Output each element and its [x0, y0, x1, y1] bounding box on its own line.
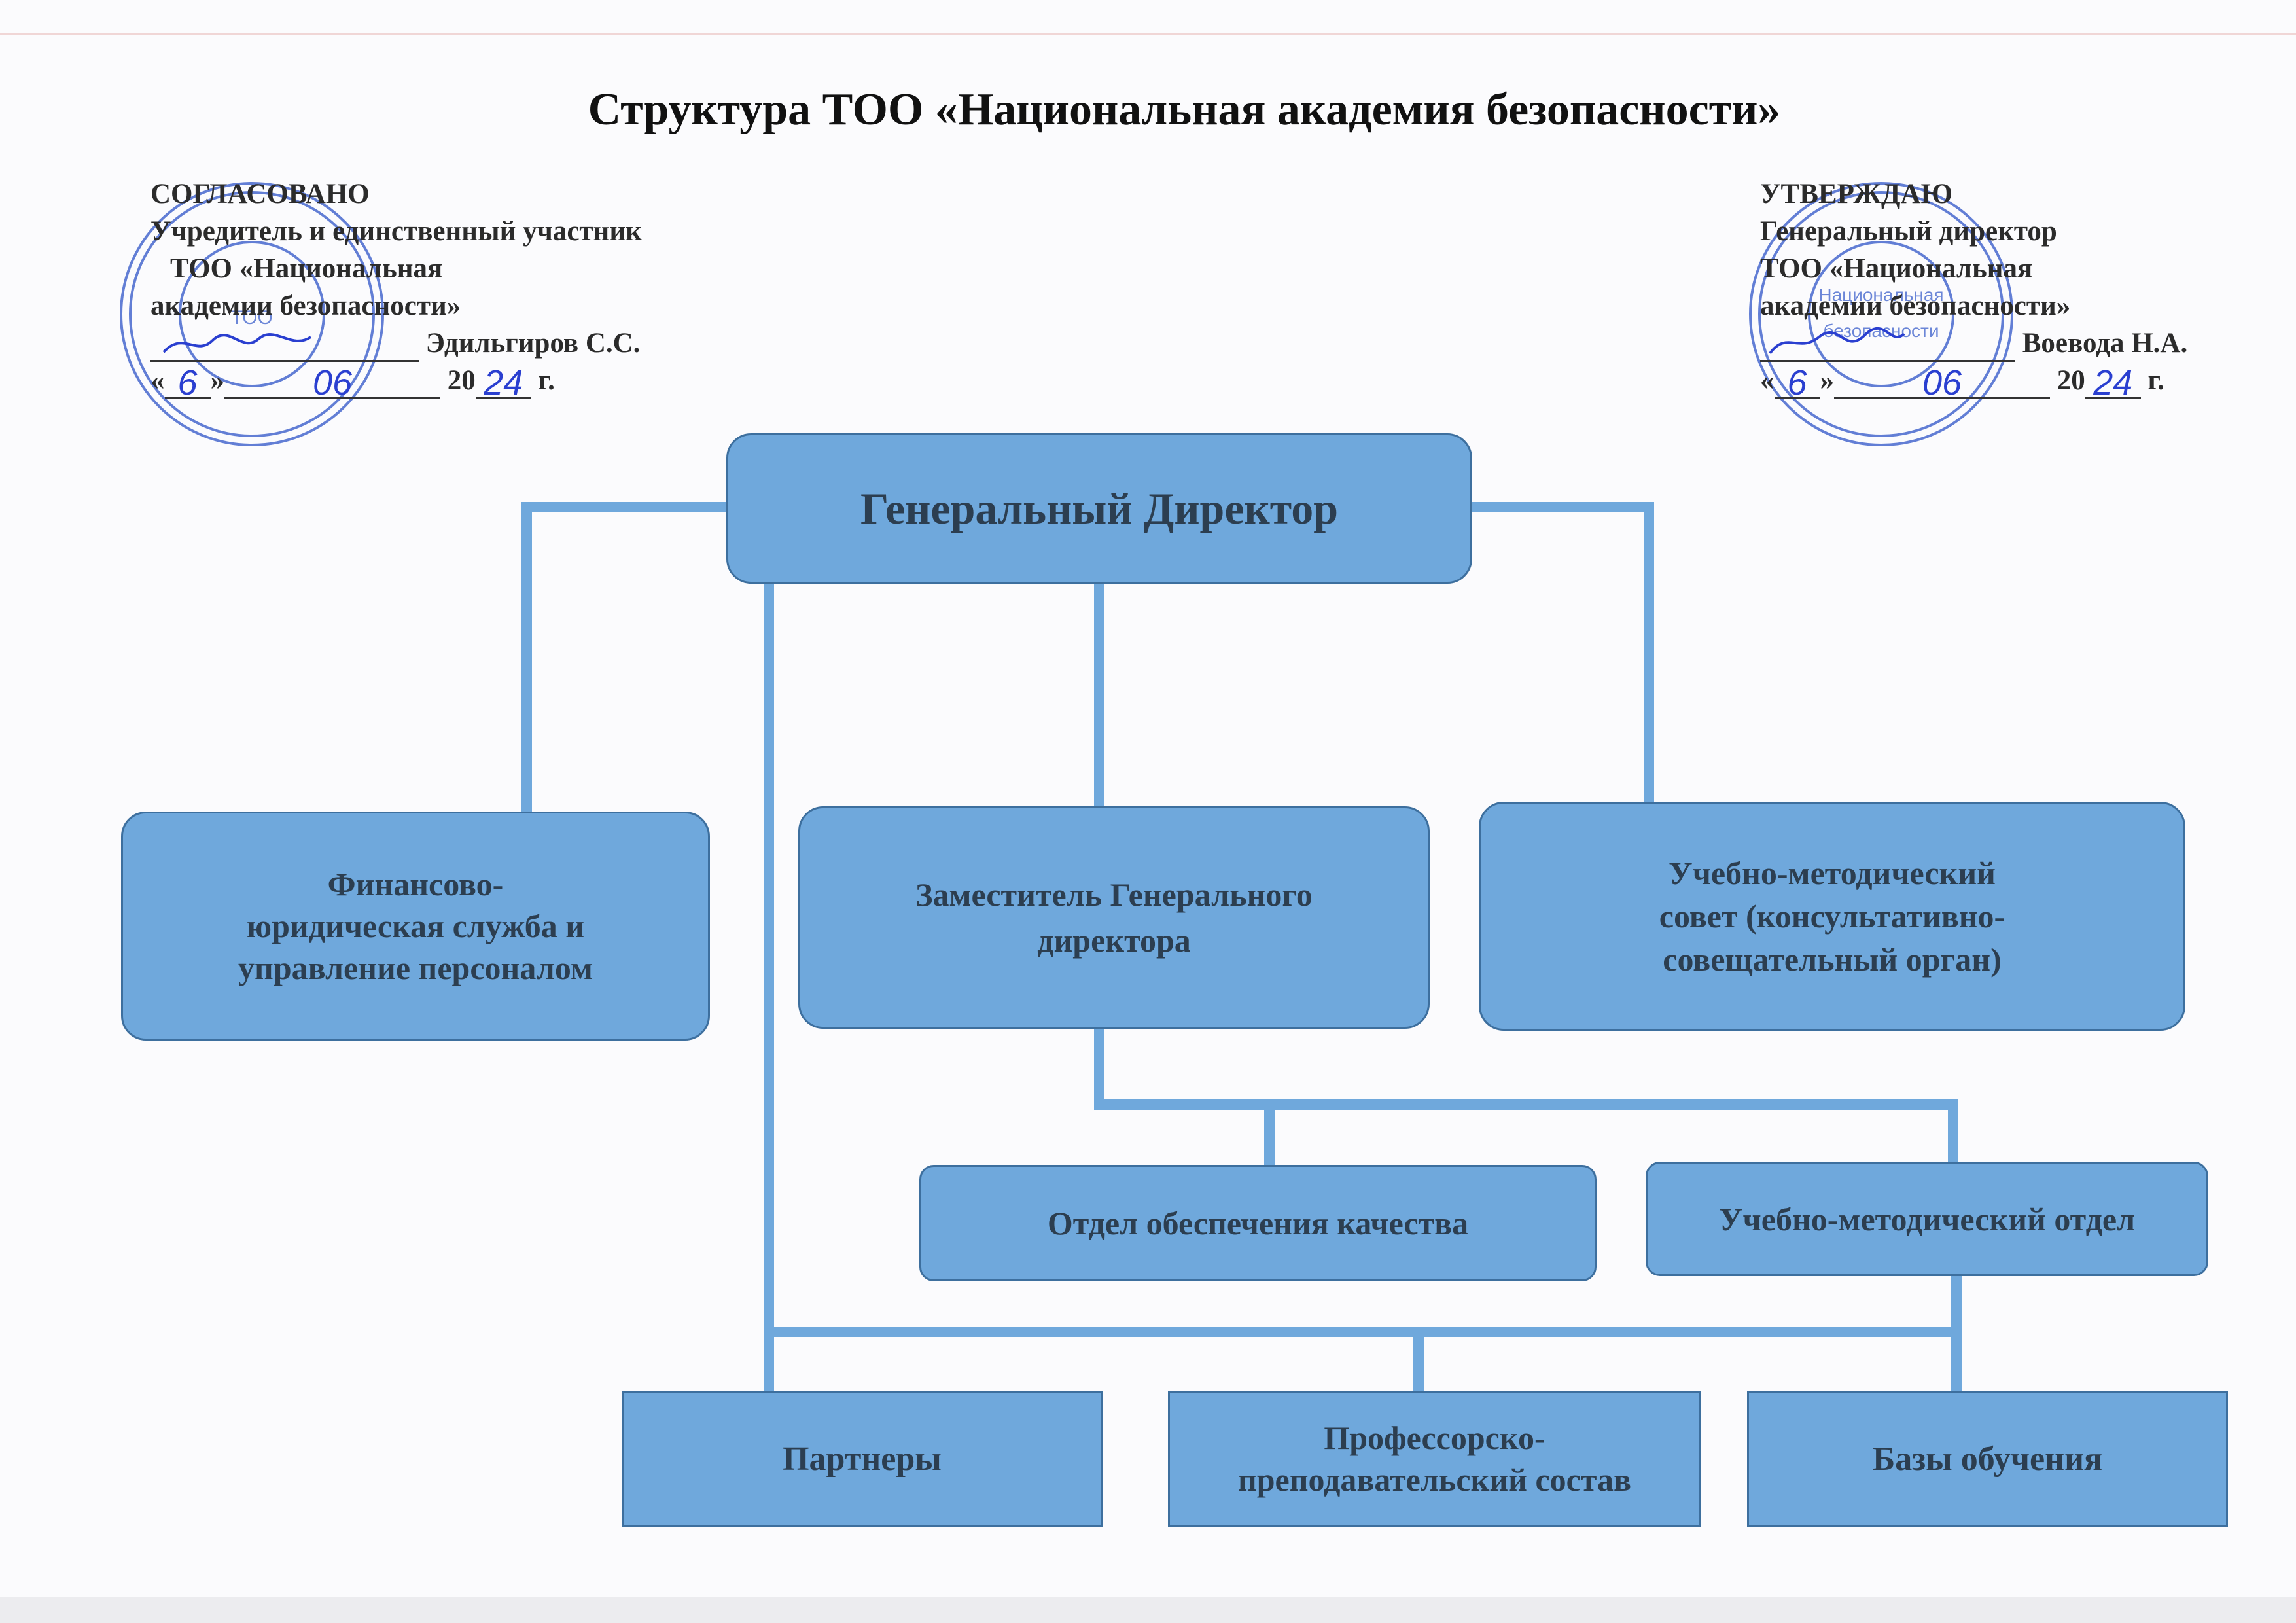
left-seal-text: ТОО: [231, 307, 273, 329]
right-year-unit: г.: [2147, 365, 2164, 396]
page-title: Структура ТОО «Национальная академия без…: [588, 84, 1781, 135]
quality-department-box: Отдел обеспечения качества: [919, 1165, 1597, 1281]
right-approval-line3: академии безопасности»: [1760, 291, 2071, 321]
methodical-department-box: Учебно-методический отдел: [1646, 1162, 2208, 1276]
general-director-box: Генеральный Директор: [726, 433, 1472, 584]
left-seal-stamp: ТОО: [120, 182, 384, 446]
left-approval-heading: СОГЛАСОВАНО: [150, 179, 370, 209]
right-signer-name: Воевода Н.А.: [2022, 328, 2188, 359]
right-seal-text-1: Национальная: [1818, 285, 1943, 305]
right-year-prefix: 20: [2057, 365, 2085, 396]
teaching-staff-label-2: преподавательский состав: [1237, 1461, 1632, 1498]
methodical-council-label-2: совет (консультативно-: [1659, 898, 2005, 935]
left-signature-line: Эдильгиров С.С.: [150, 325, 642, 362]
left-approval-line3: академии безопасности»: [150, 291, 461, 321]
right-approval-line2: ТОО «Национальная: [1760, 253, 2033, 284]
finance-legal-hr-label-1: Финансово-: [327, 866, 504, 902]
deputy-director-label-1: Заместитель Генерального: [915, 876, 1313, 913]
methodical-council-label-3: совещательный орган): [1663, 941, 2002, 978]
right-signature-blank: [1760, 327, 2015, 362]
left-approval-block: СОГЛАСОВАНО Учредитель и единственный уч…: [150, 175, 642, 402]
right-year-suffix: 24: [2085, 365, 2141, 402]
connector-deputy-departments: [1094, 1026, 1958, 1170]
connector-director-council: [1467, 502, 1654, 817]
left-date-day: 6: [164, 365, 211, 402]
left-signer-name: Эдильгиров С.С.: [425, 328, 641, 359]
methodical-council-label-1: Учебно-методический: [1669, 855, 1996, 891]
right-approval-heading: УТВЕРЖДАЮ: [1760, 179, 1952, 209]
training-bases-label: Базы обучения: [1872, 1440, 2103, 1478]
partners-box: Партнеры: [622, 1391, 1103, 1527]
connector-director-finance: [521, 502, 732, 820]
quality-department-label: Отдел обеспечения качества: [1047, 1205, 1469, 1241]
scan-edge: [0, 33, 2296, 35]
right-date-open-quote: «: [1760, 365, 1775, 396]
left-approval-line1: Учредитель и единственный участник: [150, 216, 642, 247]
left-handwritten-signature: [162, 333, 312, 353]
training-bases-box: Базы обучения: [1747, 1391, 2228, 1527]
deputy-director-label-2: директора: [1037, 922, 1191, 959]
finance-legal-hr-box: Финансово- юридическая служба и управлен…: [121, 812, 710, 1041]
methodical-council-box: Учебно-методический совет (консультативн…: [1479, 802, 2185, 1031]
right-date-day: 6: [1774, 365, 1820, 402]
left-year-prefix: 20: [447, 365, 476, 396]
partners-label: Партнеры: [783, 1440, 942, 1478]
methodical-department-label: Учебно-методический отдел: [1718, 1200, 2136, 1238]
right-date-close-quote: »: [1820, 365, 1835, 396]
right-handwritten-signature: [1769, 327, 1905, 355]
left-approval-line2: ТОО «Национальная: [170, 253, 443, 284]
left-date-month: 06: [224, 365, 440, 402]
general-director-label: Генеральный Директор: [860, 483, 1339, 533]
left-year-unit: г.: [538, 365, 555, 396]
right-date-month: 06: [1834, 365, 2050, 402]
left-date-open-quote: «: [150, 365, 165, 396]
right-signature-line: Воевода Н.А.: [1760, 325, 2187, 362]
scan-bottom-edge: [0, 1597, 2296, 1623]
left-year-suffix: 24: [475, 365, 531, 402]
right-approval-line1: Генеральный директор: [1760, 216, 2057, 247]
teaching-staff-label-1: Профессорско-: [1324, 1419, 1545, 1456]
right-approval-block: УТВЕРЖДАЮ Генеральный директор ТОО «Наци…: [1760, 175, 2187, 402]
finance-legal-hr-label-2: юридическая служба и: [246, 908, 585, 944]
finance-legal-hr-label-3: управление персоналом: [238, 950, 593, 986]
left-date-close-quote: »: [210, 365, 225, 396]
left-signature-blank: [150, 327, 419, 362]
teaching-staff-box: Профессорско- преподавательский состав: [1168, 1391, 1701, 1527]
deputy-director-box: Заместитель Генерального директора: [798, 806, 1430, 1029]
